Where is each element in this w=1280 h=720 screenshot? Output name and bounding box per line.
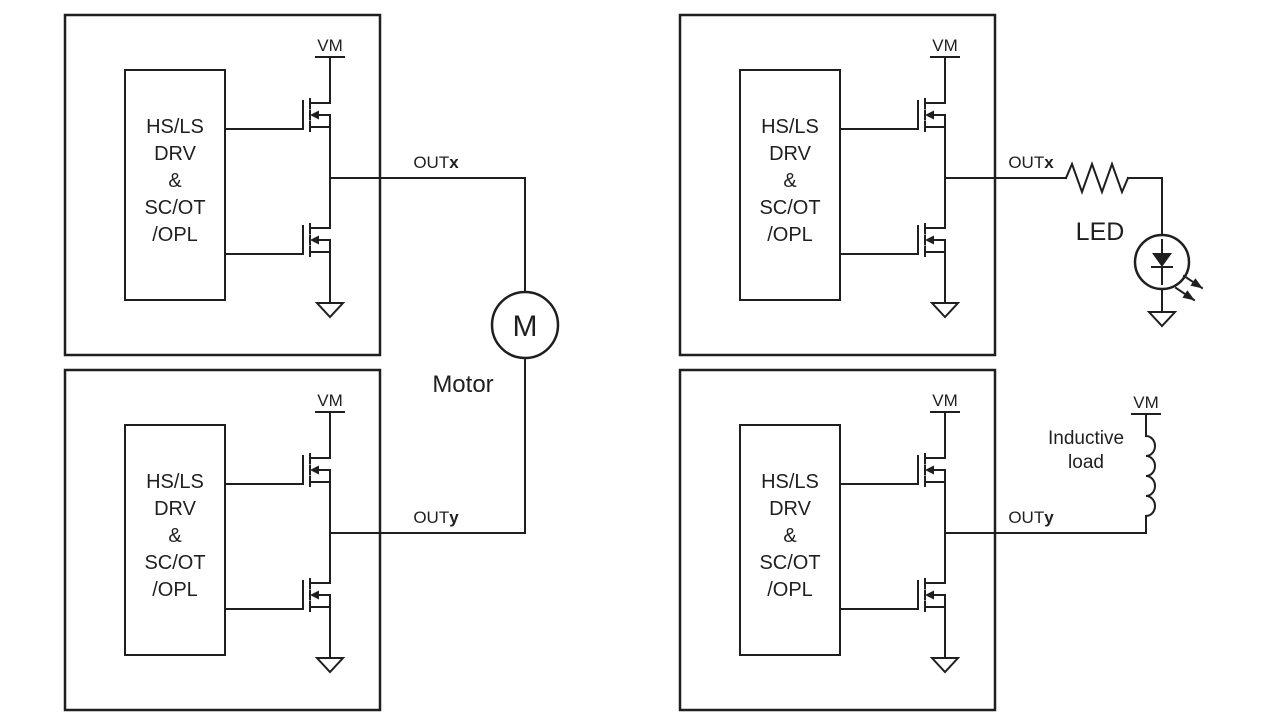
resistor [1064, 161, 1130, 195]
block-bottom-right [680, 370, 995, 710]
led-light-arrow [1182, 274, 1204, 290]
led-light-arrow [1174, 286, 1196, 302]
led-diode-triangle [1152, 253, 1172, 267]
motor-symbol-label: M [513, 310, 538, 343]
block-top-right [680, 15, 995, 355]
led-load-circuit: OUTx LED [994, 153, 1204, 327]
outx-label: OUTx [413, 153, 459, 172]
block-top-left [65, 15, 380, 355]
outy-label: OUTy [413, 508, 459, 527]
inductive-load-circuit: OUTy VM Inductive load [994, 393, 1161, 534]
block-bottom-left [65, 370, 380, 710]
inductor-coil [1144, 434, 1156, 518]
vm-label: VM [1133, 393, 1159, 412]
inductive-load-caption: Inductive [1048, 428, 1124, 449]
outy-label: OUTy [1008, 508, 1054, 527]
led-caption: LED [1076, 218, 1125, 246]
outx-label: OUTx [1008, 153, 1054, 172]
motor-caption: Motor [432, 371, 493, 398]
motor-load-circuit: OUTx M Motor OUTy [379, 153, 560, 534]
ground [1148, 311, 1176, 327]
inductive-load-caption: load [1068, 452, 1104, 473]
